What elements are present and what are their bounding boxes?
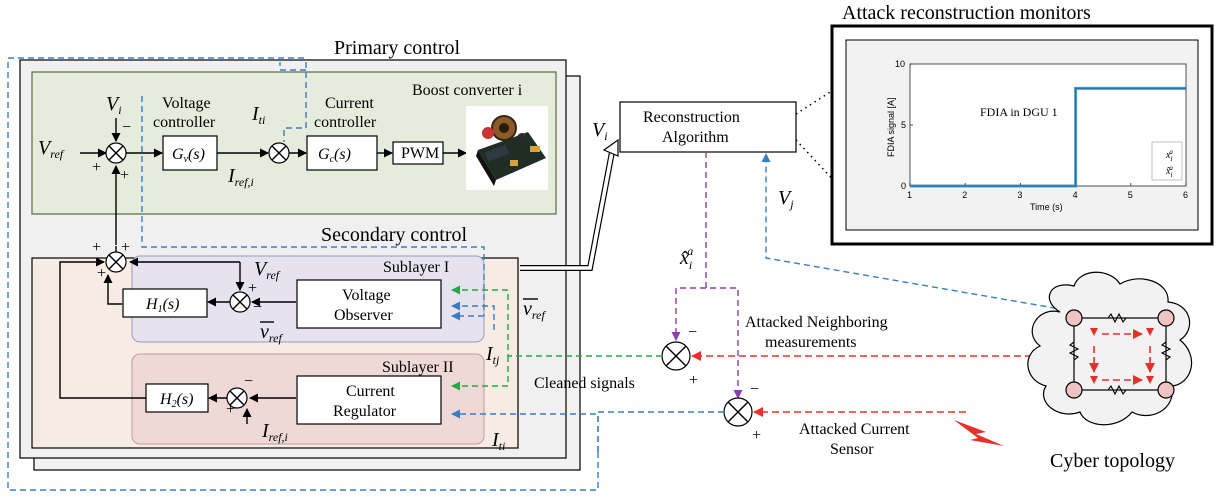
svg-text:+: + bbox=[248, 280, 257, 297]
topology-ring bbox=[1073, 317, 1167, 391]
sum-junction-h2 bbox=[226, 387, 248, 409]
svg-text:+: + bbox=[97, 265, 106, 282]
svg-text:−: − bbox=[750, 381, 759, 398]
current-regulator-block bbox=[296, 375, 442, 425]
sublayer-2-label: Sublayer II bbox=[382, 359, 454, 376]
vbar-ref-label-left: vref bbox=[260, 321, 283, 345]
x-tick-label: 3 bbox=[1017, 190, 1022, 200]
x-tick-label: 1 bbox=[907, 190, 912, 200]
vi-recon-label: Vi bbox=[592, 119, 608, 143]
y-tick-label: 5 bbox=[901, 120, 906, 130]
cyber-topology-label: Cyber topology bbox=[1050, 450, 1175, 472]
sum-junction-h1 bbox=[229, 291, 251, 313]
svg-text:Current: Current bbox=[346, 383, 395, 400]
vref-input-label: Vref bbox=[38, 137, 65, 161]
svg-text:Gv(s): Gv(s) bbox=[172, 146, 205, 165]
iref-label-top: Iref,i bbox=[227, 165, 254, 189]
svg-text:Regulator: Regulator bbox=[333, 403, 397, 420]
sublayer-1-label: Sublayer I bbox=[383, 259, 449, 276]
secondary-control-title: Secondary control bbox=[321, 224, 468, 246]
outer-feedback-loop bbox=[7, 57, 599, 491]
x-tick-label: 2 bbox=[962, 190, 967, 200]
vbar-ref-label-right: vref bbox=[523, 298, 546, 322]
svg-text:−: − bbox=[244, 373, 253, 390]
svg-text:+: + bbox=[752, 427, 761, 444]
sum-junction-current bbox=[268, 142, 290, 164]
vj-label: Vj bbox=[778, 187, 794, 211]
cleaned-signals-label: Cleaned signals bbox=[534, 375, 635, 392]
vi-feedback-label: Vi bbox=[106, 93, 122, 117]
voltage-controller-block bbox=[162, 135, 218, 171]
svg-text:+: + bbox=[120, 167, 129, 184]
svg-text:H1(s): H1(s) bbox=[145, 296, 179, 315]
svg-text:−: − bbox=[122, 119, 131, 136]
primary-control-title: Primary control bbox=[334, 37, 461, 59]
series-line-2 bbox=[910, 87, 1186, 187]
vref-secondary-label: Vref bbox=[254, 258, 281, 282]
vj-path bbox=[761, 153, 1067, 311]
plot-annotation: FDIA in DGU 1 bbox=[980, 105, 1058, 119]
reconstruction-algorithm-block bbox=[619, 101, 797, 153]
monitor-title: Attack reconstruction monitors bbox=[842, 2, 1091, 24]
svg-text:+: + bbox=[689, 372, 698, 389]
current-controller-block bbox=[306, 135, 378, 171]
svg-text:Algorithm: Algorithm bbox=[662, 129, 729, 146]
boost-converter-board-icon bbox=[466, 106, 548, 190]
svg-text:−: − bbox=[253, 299, 262, 316]
sum-junction-voltage bbox=[105, 142, 127, 164]
legend-box bbox=[1151, 141, 1183, 181]
svg-text:+: + bbox=[226, 401, 235, 418]
svg-text:+: + bbox=[121, 239, 130, 256]
svg-text:PWM: PWM bbox=[401, 145, 439, 162]
iti-label-top: Iti bbox=[251, 103, 265, 127]
xhat-label: x̂ia bbox=[679, 244, 693, 272]
itj-label: Itj bbox=[485, 343, 500, 367]
svg-text:H2(s): H2(s) bbox=[159, 391, 193, 410]
svg-text:+: + bbox=[92, 239, 101, 256]
svg-text:Voltage: Voltage bbox=[342, 287, 391, 304]
x-axis-label: Time (s) bbox=[1030, 202, 1063, 212]
y-tick-label: 10 bbox=[895, 59, 905, 69]
iref-label-bottom: Iref,i bbox=[261, 420, 288, 444]
h1-block bbox=[122, 288, 208, 318]
cyber-topology-cloud bbox=[1027, 271, 1193, 426]
plot-area bbox=[909, 63, 1187, 187]
h2-block bbox=[145, 383, 209, 413]
boost-converter-label: Boost converter i bbox=[412, 82, 523, 99]
xhat-path bbox=[705, 152, 743, 399]
lightning-attack-icon-sensor bbox=[954, 420, 1004, 446]
x-tick-label: 5 bbox=[1128, 190, 1133, 200]
vi-measurement-path bbox=[141, 96, 485, 316]
cleaning-junction-current bbox=[723, 397, 753, 427]
y-tick-label: 0 bbox=[901, 181, 906, 191]
voltage-observer-block bbox=[296, 279, 442, 329]
svg-text:+: + bbox=[92, 159, 101, 176]
x-tick-label: 4 bbox=[1073, 190, 1078, 200]
y-axis-label: FDIA signal [A] bbox=[886, 97, 896, 157]
legend-entry: xia bbox=[1165, 148, 1173, 163]
svg-text:Reconstruction: Reconstruction bbox=[643, 109, 740, 126]
svg-text:Gc(s): Gc(s) bbox=[318, 146, 351, 165]
svg-text:Observer: Observer bbox=[334, 307, 393, 324]
cleaning-junction-neighbor bbox=[661, 341, 691, 371]
svg-text:−: − bbox=[688, 324, 697, 341]
x-tick-label: 6 bbox=[1183, 190, 1188, 200]
iti-measurement-path bbox=[283, 62, 307, 142]
topology-nodes bbox=[1065, 309, 1175, 399]
antenna-icons bbox=[1090, 328, 1154, 384]
legend-entry: x̂ia bbox=[1165, 164, 1173, 179]
iti-label-bottom: Iti bbox=[491, 429, 505, 453]
